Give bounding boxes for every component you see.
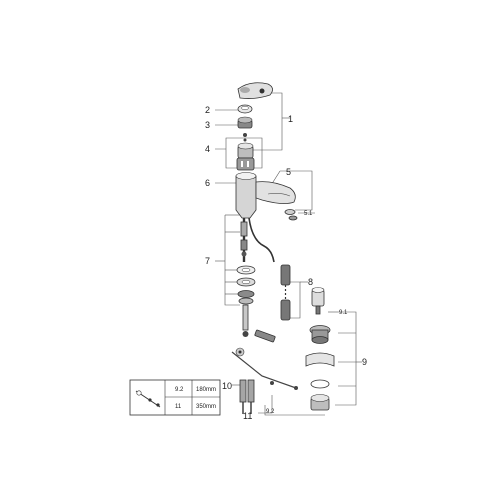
handle-lever: [237, 82, 273, 99]
callout-3: 3: [205, 120, 210, 130]
leader-lines: [215, 92, 362, 416]
aerator-part-5-1: [284, 209, 298, 221]
hoses-part-7: [240, 217, 275, 263]
callout-9: 9: [362, 357, 367, 367]
callout-11: 11: [243, 411, 252, 421]
callout-labels: 1 2 3 4 5 5.1 6 7 8 9 9.1 9.2 10 11: [205, 105, 367, 421]
valve-part-10: [239, 379, 255, 414]
extension-hose-part-8: [280, 264, 291, 321]
callout-8: 8: [308, 277, 313, 287]
drain-assembly-part-9: [305, 287, 335, 411]
threaded-rod: [242, 304, 249, 337]
cap-ring-part-2: [237, 104, 253, 114]
callout-9-2: 9.2: [266, 409, 275, 415]
table-row-1-len: 180mm: [196, 387, 216, 393]
faucet-body-part-6: [235, 172, 296, 219]
washer-stack: [236, 265, 256, 305]
table-row-1-num: 9.2: [175, 387, 184, 393]
table-row-2-num: 11: [175, 404, 182, 410]
callout-5-1: 5.1: [304, 211, 313, 217]
callout-6: 6: [205, 178, 210, 188]
length-table: 9.2 180mm 11 350mm: [129, 379, 221, 416]
cartridge-part-4: [236, 142, 255, 171]
nut-part-3: [237, 116, 253, 129]
callout-5: 5: [286, 167, 291, 177]
callout-7: 7: [205, 256, 210, 266]
callout-2: 2: [205, 105, 210, 115]
table-pullrod-icon: [135, 390, 161, 408]
callout-4: 4: [205, 144, 210, 154]
callout-10: 10: [222, 381, 232, 391]
table-row-2-len: 350mm: [196, 404, 216, 410]
pull-rod-part-9-2: [231, 329, 298, 390]
callout-9-1: 9.1: [339, 310, 348, 316]
spindle-part: [243, 133, 247, 142]
callout-1: 1: [288, 114, 293, 124]
